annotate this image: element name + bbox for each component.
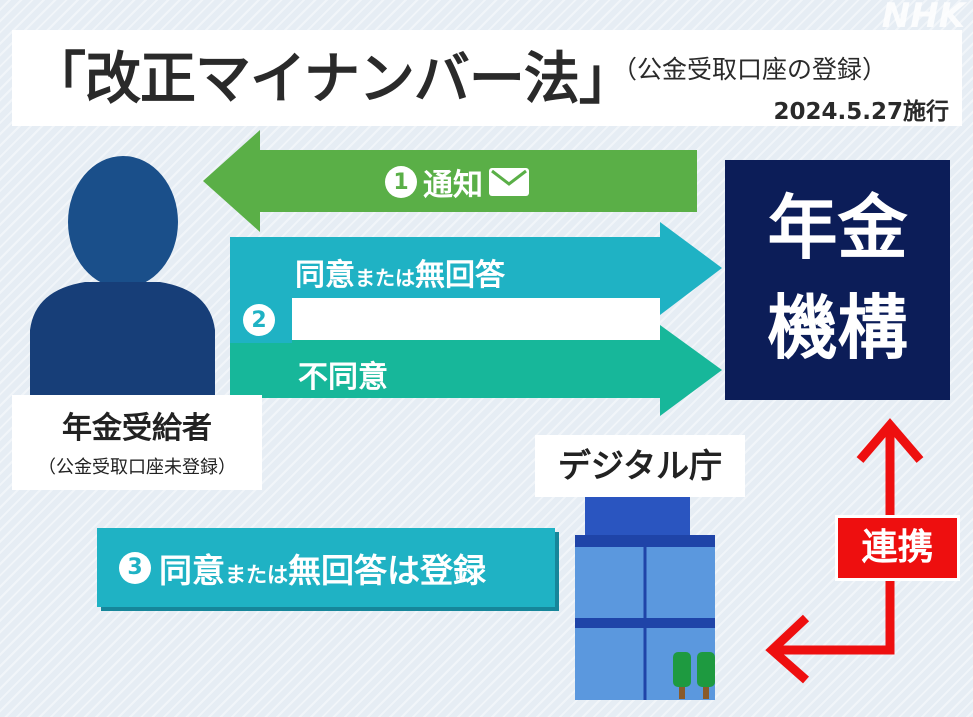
step2-number: 2 bbox=[243, 304, 275, 336]
consent-arrow bbox=[230, 222, 722, 315]
disagree-label: 不同意 bbox=[298, 360, 388, 395]
notify-arrow bbox=[203, 130, 697, 232]
link-badge: 連携 bbox=[835, 515, 960, 581]
page-title: 「改正マイナンバー法」 bbox=[30, 47, 635, 112]
disagree-arrow bbox=[230, 325, 722, 416]
person-silhouette bbox=[30, 156, 215, 395]
step1-number: 1 bbox=[385, 166, 417, 198]
recipient-label: 年金受給者 （公金受取口座未登録） bbox=[12, 395, 262, 490]
link-arrow bbox=[765, 418, 924, 684]
envelope-icon bbox=[489, 168, 529, 196]
step1-label: 1 通知 bbox=[385, 160, 529, 204]
pension-org-box: 年金機構 bbox=[725, 160, 950, 400]
digital-agency-building bbox=[575, 483, 715, 700]
digital-agency-label: デジタル庁 bbox=[535, 435, 745, 497]
effective-date: 2024.5.27施行 bbox=[773, 99, 950, 125]
consent-label: 同意または無回答 bbox=[295, 258, 505, 293]
step3-number: 3 bbox=[119, 551, 151, 584]
step3-box: 3 同意または無回答は登録 bbox=[97, 528, 555, 607]
separator-bar bbox=[292, 298, 660, 340]
notify-text: 通知 bbox=[423, 168, 483, 203]
nhk-logo: NHK bbox=[881, 0, 965, 36]
title-panel bbox=[12, 30, 962, 126]
page-subtitle: （公金受取口座の登録） bbox=[612, 55, 888, 84]
